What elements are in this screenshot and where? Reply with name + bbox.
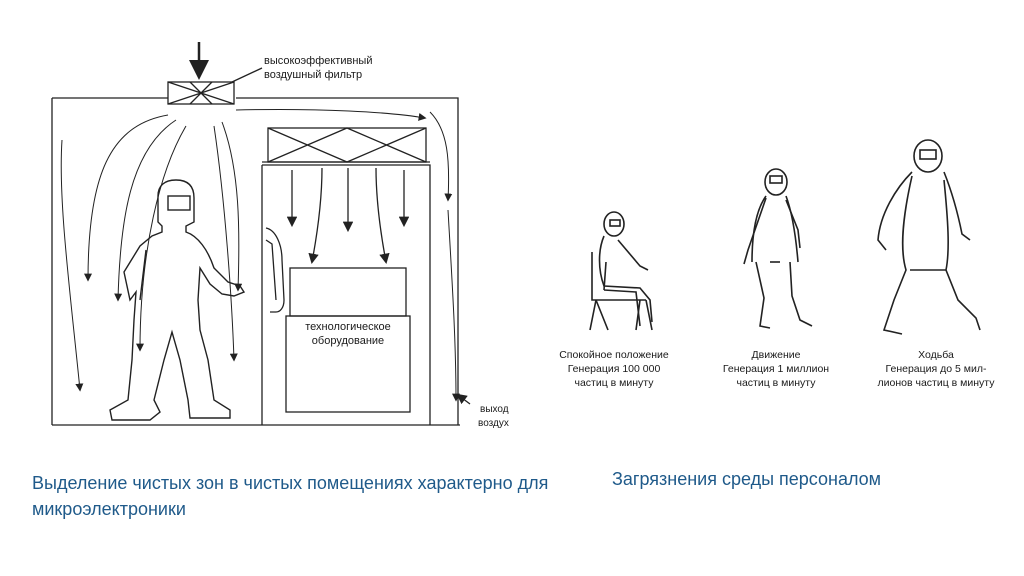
hepa-filter-icon [167, 81, 235, 105]
person-walking-icon [877, 139, 981, 335]
airflow-arrows [60, 108, 460, 402]
moving-line2: Генерация 1 миллион [723, 363, 829, 375]
seated-line3: частиц в минуту [575, 377, 655, 389]
walking-line3: лионов частиц в минуту [878, 377, 996, 389]
exit-label-line1: выход [480, 404, 509, 415]
person-seated-icon [589, 211, 653, 331]
personnel-label-walking: Ходьба Генерация до 5 мил- лионов частиц… [878, 349, 996, 389]
filter-label-line2: воздушный фильтр [264, 69, 362, 81]
clean-zone-enclosure [261, 127, 431, 425]
walking-line1: Ходьба [918, 349, 954, 361]
person-moving-icon [743, 168, 813, 329]
equipment-box [285, 267, 411, 413]
personnel-label-seated: Спокойное положение Генерация 100 000 ча… [559, 349, 669, 389]
moving-line3: частиц в минуту [737, 377, 817, 389]
exit-label-line2: воздух [478, 418, 509, 429]
cleanroom-worker-icon [109, 179, 246, 421]
filter-label-line1: высокоэффективный [264, 55, 372, 67]
seated-line2: Генерация 100 000 [568, 363, 661, 375]
equipment-label-line2: оборудование [312, 335, 384, 347]
walking-line2: Генерация до 5 мил- [886, 363, 987, 375]
caption-personnel: Загрязнения среды персоналом [612, 469, 882, 489]
filter-leader-line [231, 67, 263, 83]
operator-arm-icon [265, 227, 285, 313]
cleanroom-diagram [51, 42, 471, 426]
equipment-label-line1: технологическое [305, 321, 391, 333]
air-exit-arrow [456, 393, 471, 405]
seated-line1: Спокойное положение [559, 349, 669, 361]
caption-cleanroom: Выделение чистых зон в чистых помещениях… [32, 473, 549, 519]
personnel-label-moving: Движение Генерация 1 миллион частиц в ми… [723, 349, 829, 389]
room-ceiling [52, 97, 459, 425]
moving-line1: Движение [752, 349, 801, 361]
